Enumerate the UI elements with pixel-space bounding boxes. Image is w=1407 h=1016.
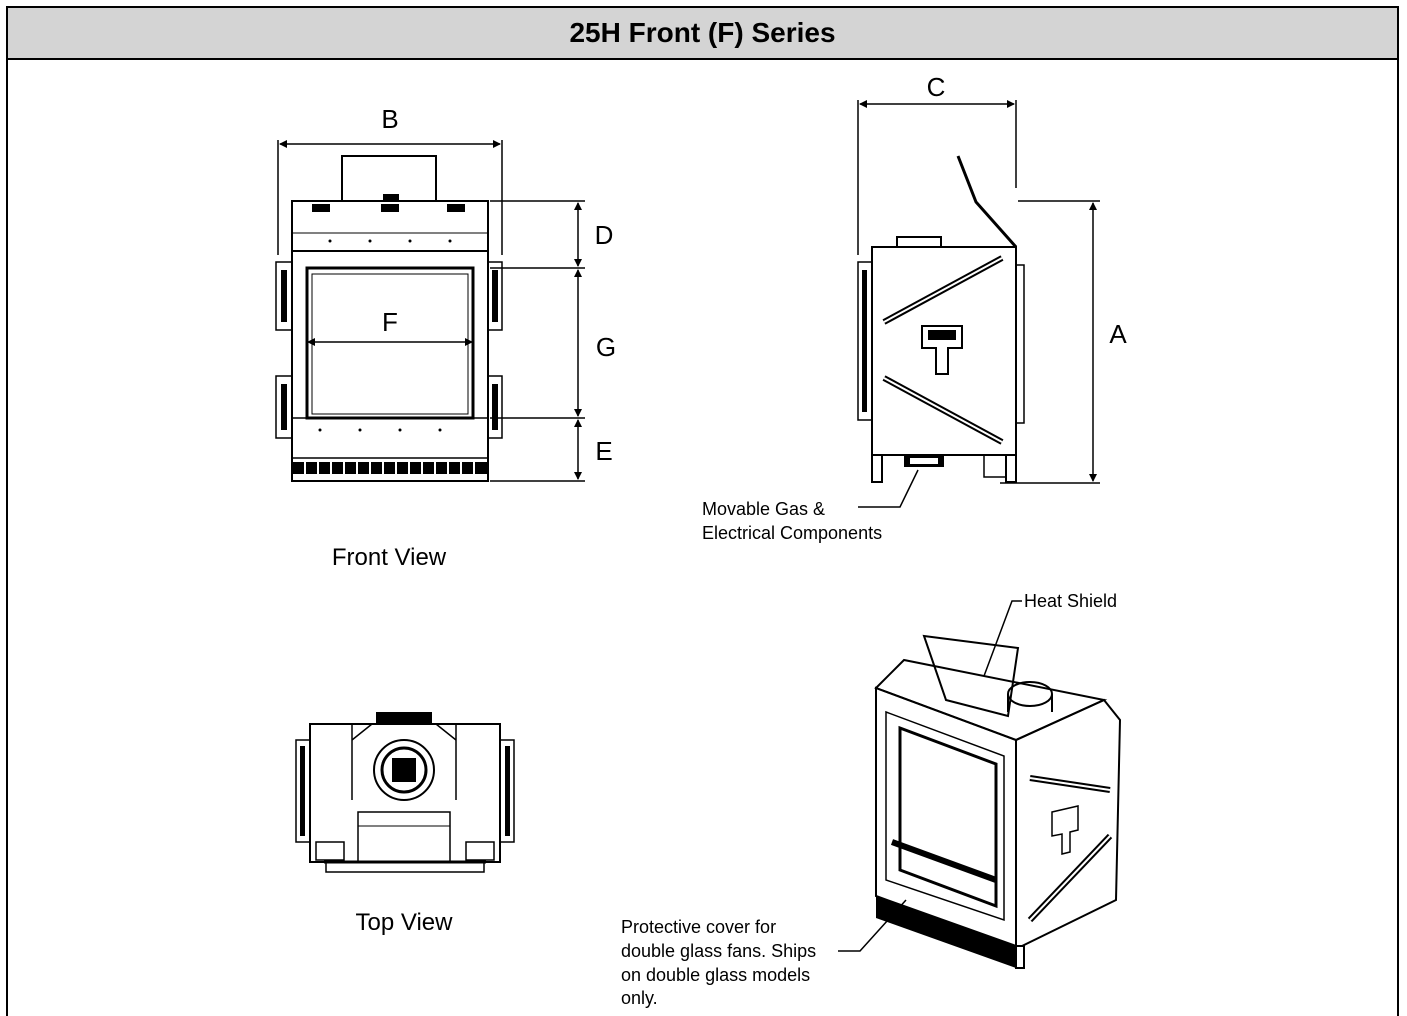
cover-callout-line-2: double glass fans. Ships [621, 941, 816, 961]
top-view-label: Top View [356, 909, 454, 936]
heat-shield-callout: Heat Shield [1024, 591, 1117, 611]
front-view-dimensions [277, 140, 585, 482]
top-view-drawing [295, 712, 515, 873]
side-view-dimensions [857, 100, 1100, 508]
dimension-label-g: G [596, 332, 616, 362]
diagram-labels: B C D F G E A Front View Top View Movabl… [332, 72, 1127, 1008]
dimension-label-a: A [1109, 319, 1127, 349]
diagram-title: 25H Front (F) Series [569, 17, 836, 48]
cover-callout-line-3: on double glass models [621, 965, 810, 985]
dimension-label-d: D [595, 220, 614, 250]
cover-callout-line-4: only. [621, 988, 658, 1008]
front-view-drawing [275, 155, 503, 482]
front-view-label: Front View [332, 544, 447, 571]
callout-leaders [838, 600, 1022, 952]
dimension-label-b: B [381, 104, 398, 134]
diagram-frame: 25H Front (F) Series [6, 6, 1399, 1016]
isometric-view-drawing [874, 634, 1122, 969]
cover-callout-line-1: Protective cover for [621, 917, 776, 937]
dimension-label-f: F [382, 307, 398, 337]
dimension-label-c: C [927, 72, 946, 102]
gas-callout-line-1: Movable Gas & [702, 499, 825, 519]
side-view-drawing [857, 155, 1025, 483]
dimension-label-e: E [595, 436, 612, 466]
title-bar: 25H Front (F) Series [8, 8, 1397, 60]
gas-callout-line-2: Electrical Components [702, 523, 882, 543]
